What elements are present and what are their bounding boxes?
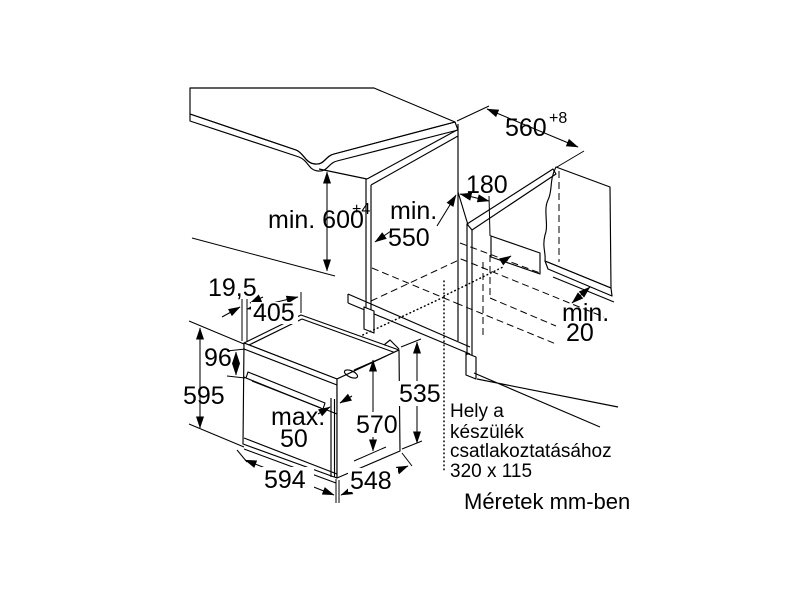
dashed-hidden-line bbox=[371, 267, 457, 304]
dim-width-label: 594 bbox=[264, 466, 306, 494]
dashed-hidden-line bbox=[459, 242, 541, 274]
dashed-hidden-line bbox=[489, 297, 557, 327]
label-background bbox=[348, 468, 398, 492]
connection-area-hatched-rect bbox=[490, 235, 541, 275]
connection-note-line1: Hely a bbox=[450, 401, 504, 422]
worktop-left-edge-band bbox=[189, 113, 459, 172]
cabinet-leg bbox=[363, 306, 375, 334]
dim-door-protrusion-leader bbox=[339, 393, 353, 404]
dim-door-protrusion-value: 50 bbox=[280, 425, 308, 453]
niche-right-wall-top-face bbox=[466, 168, 557, 231]
cabinet-leg bbox=[465, 352, 477, 380]
dashed-hidden-line bbox=[370, 258, 462, 302]
extension-line bbox=[226, 348, 246, 379]
worktop-underside-edge bbox=[318, 129, 459, 186]
dim-panel-height-label: 96 bbox=[204, 344, 232, 372]
dashed-hidden-line bbox=[455, 302, 557, 345]
hidden-edges bbox=[370, 171, 605, 345]
connection-area-arrow bbox=[499, 255, 512, 266]
dim-niche-depth-word: min. bbox=[390, 197, 437, 225]
dim-overhang-label: 19,5 bbox=[208, 274, 257, 302]
connection-area bbox=[351, 235, 541, 473]
worktop-right-surface bbox=[543, 166, 612, 289]
dim-rear-height-label: 535 bbox=[399, 380, 441, 408]
dim-door-protrusion-word: max. bbox=[271, 403, 325, 431]
dim-niche-width-tolerance: +8 bbox=[549, 110, 567, 127]
dim-niche-height-label: min. 600 bbox=[268, 206, 364, 234]
dotted-reference-line bbox=[443, 265, 506, 297]
oven-door-handle-inner-line bbox=[251, 380, 322, 409]
worktop-left-section bbox=[189, 87, 459, 186]
dim-door-protrusion-leader bbox=[317, 406, 331, 417]
dimensions-upper: min. 600 +4 min. 550 560 +8 180 min. 20 bbox=[191, 105, 609, 347]
extension-line bbox=[401, 452, 413, 467]
dim-top-depth-label: 405 bbox=[253, 299, 295, 327]
dotted-reference-line bbox=[351, 296, 445, 341]
dim-rear-shelf-label: 180 bbox=[466, 171, 508, 199]
worktop-right-edge-band bbox=[544, 260, 613, 297]
niche-structure bbox=[347, 124, 619, 428]
dim-depth-label: 548 bbox=[350, 467, 392, 495]
dim-body-height-label: 570 bbox=[356, 411, 398, 439]
label-background bbox=[262, 467, 314, 492]
dim-rear-clearance-value: 20 bbox=[566, 319, 594, 347]
connection-note-line3: csatlakoztatásához bbox=[450, 441, 612, 462]
oven-side-grip-recess bbox=[343, 369, 359, 379]
notes: Hely a készülék csatlakoztatásához 320 x… bbox=[450, 401, 630, 514]
dim-niche-depth-leader bbox=[374, 230, 392, 243]
dim-overhang-leader bbox=[221, 306, 241, 318]
dim-niche-depth-value: 550 bbox=[388, 224, 430, 252]
dim-total-height-label: 595 bbox=[183, 382, 225, 410]
dim-rear-shelf-arrow bbox=[459, 192, 490, 203]
extension-line bbox=[488, 195, 491, 237]
dim-rear-clearance-word: min. bbox=[562, 299, 609, 327]
connection-note-line2: készülék bbox=[450, 422, 524, 443]
dimensions-oven: 19,5 405 96 595 max. 50 570 535 594 548 bbox=[183, 274, 441, 503]
label-background bbox=[397, 381, 441, 406]
niche-left-wall-edge bbox=[365, 179, 372, 312]
label-background bbox=[355, 412, 395, 437]
dim-rear-clearance-arrow bbox=[571, 286, 591, 304]
oven-isometric bbox=[242, 314, 401, 484]
extension-line bbox=[456, 105, 585, 168]
dashed-hidden-line bbox=[460, 258, 605, 318]
extension-line bbox=[191, 237, 336, 277]
niche-right-wall-edge bbox=[466, 224, 473, 355]
dim-niche-depth-leader bbox=[436, 194, 457, 227]
dim-niche-height-tolerance: +4 bbox=[352, 201, 370, 218]
dim-niche-width-label: 560 bbox=[505, 114, 547, 142]
units-note: Méretek mm-ben bbox=[464, 489, 630, 514]
label-background bbox=[251, 302, 298, 324]
worktop-right-section bbox=[543, 166, 615, 303]
connection-note-line4: 320 x 115 bbox=[450, 461, 532, 482]
dim-niche-width-arrow bbox=[486, 108, 579, 148]
extension-line bbox=[241, 299, 248, 341]
oven-front-rim bbox=[243, 348, 338, 386]
plinth-edges bbox=[473, 372, 619, 428]
